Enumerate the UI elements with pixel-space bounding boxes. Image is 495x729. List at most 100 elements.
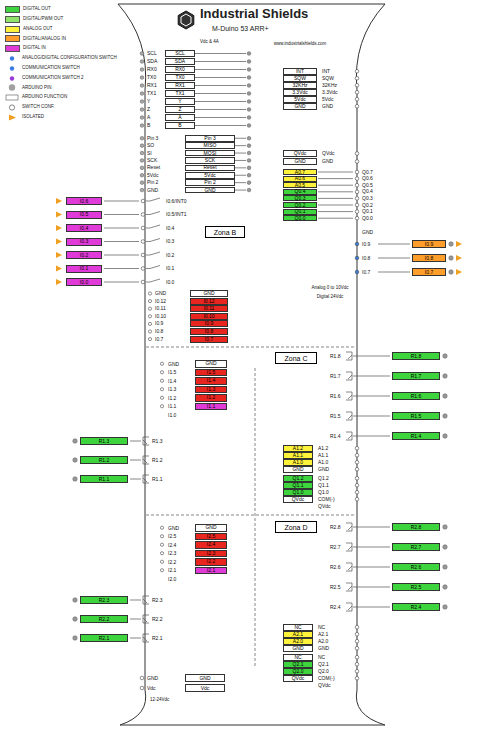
- pin-label: R1.4: [330, 434, 341, 439]
- terminal: [160, 405, 163, 408]
- pin-label: R1.6: [330, 394, 341, 399]
- pin-label: A1.2: [318, 446, 328, 451]
- pin-text: R2.4: [411, 605, 422, 610]
- arduino-pin: [73, 617, 77, 621]
- pin-label: GND: [318, 467, 329, 472]
- pin-wire: [235, 167, 246, 168]
- pin-tag: I2.2: [195, 558, 227, 566]
- pin-text: Pin 3: [204, 136, 215, 141]
- pin-tag: RX1: [165, 82, 195, 89]
- pin-tag: 5Vdc: [283, 96, 317, 103]
- pin-tag: 32KHz: [283, 82, 317, 89]
- pin-tag: Z: [165, 106, 195, 113]
- pin-tag: SCK: [185, 157, 235, 164]
- pin-text: I0.6: [80, 199, 88, 204]
- pin-label: SCK: [147, 158, 157, 163]
- pin-tag: I0.3: [66, 238, 102, 246]
- terminal: [140, 144, 144, 148]
- board-housing: [118, 4, 385, 725]
- arduino-pin: [73, 636, 77, 640]
- relay-symbol: [346, 352, 352, 360]
- legend-text: ANALOG OUT: [23, 27, 53, 32]
- pin-text: R1.1: [99, 477, 110, 482]
- pin-label: Z: [147, 107, 150, 112]
- terminal: [355, 476, 359, 480]
- pin-label: QVdc: [318, 504, 331, 509]
- terminal: [141, 267, 145, 271]
- pin-text: I0.10: [203, 314, 214, 319]
- pin-tag: I0.8: [190, 328, 228, 335]
- pin-tag: I1.5: [195, 369, 227, 377]
- pin-text: MISO: [204, 143, 217, 148]
- pin-label: I2.3: [168, 551, 176, 556]
- pin-tag: GND: [185, 674, 225, 682]
- legend-symbol: [5, 104, 19, 111]
- pin-tag: A: [165, 114, 195, 121]
- pin-text: 3.3Vdc: [292, 90, 308, 95]
- pin-label: 3.3Vdc: [322, 90, 338, 95]
- isolated-mark: [56, 266, 62, 272]
- pin-label: I0.8: [362, 256, 370, 261]
- pin-text: I0.12: [203, 299, 214, 304]
- pin-tag: R2.8: [392, 523, 440, 531]
- leader-line: [353, 587, 390, 588]
- pin-label: SI: [147, 151, 152, 156]
- pin-text: GND: [292, 646, 303, 651]
- pin-tag: GND: [283, 645, 313, 652]
- pin-wire: [235, 190, 246, 191]
- zone-divider: [255, 368, 256, 668]
- terminal: [140, 166, 144, 170]
- terminal: [355, 460, 359, 464]
- pin-text: I2.1: [207, 568, 215, 573]
- pin-tag: R1.6: [392, 392, 440, 400]
- pin-text: I0.4: [80, 226, 88, 231]
- pin-text: SQW: [294, 76, 306, 81]
- pin-label: I0.9: [155, 321, 163, 326]
- leader-line: [104, 214, 139, 215]
- pin-tag: I1.2: [195, 394, 227, 402]
- pin-text: Y: [178, 99, 181, 104]
- relay-symbol: [143, 456, 149, 464]
- pin-tag: R1.7: [392, 372, 440, 380]
- relay-symbol: [143, 459, 147, 463]
- board-title: Industrial Shields: [200, 7, 308, 20]
- pin-tag: NC: [283, 654, 313, 661]
- relay-symbol: [143, 478, 147, 482]
- terminal: [355, 625, 359, 629]
- relay-symbol: [346, 563, 352, 571]
- pin-tag: A0.5: [283, 182, 317, 188]
- pin-label: R2.3: [152, 598, 163, 603]
- terminal: [355, 104, 359, 108]
- switch-symbol: [146, 266, 160, 269]
- arduino-pin: [247, 181, 251, 185]
- leader-line: [130, 638, 141, 639]
- pin-text: R2.7: [411, 545, 422, 550]
- pin-label: I1.2: [168, 396, 176, 401]
- pin-tag: R1.5: [392, 412, 440, 420]
- pin-label: I0.7: [362, 270, 370, 275]
- relay-symbol: [346, 543, 352, 551]
- pin-label: SQW: [322, 76, 334, 81]
- pin-tag: GND: [195, 360, 227, 368]
- legend-text: ARDUINO FUNCTION: [22, 95, 67, 100]
- pin-text: INT: [296, 69, 304, 74]
- terminal: [355, 676, 359, 680]
- pin-text: I0.3: [80, 239, 88, 244]
- legend-swatch: [5, 35, 20, 42]
- pin-tag: I0.12: [190, 298, 228, 305]
- pin-text: I0.7: [205, 337, 213, 342]
- terminal: [355, 669, 359, 673]
- pin-label: I1.4: [168, 379, 176, 384]
- legend-text: DIGITAL IN: [23, 46, 46, 51]
- pin-text: I0.8: [425, 256, 433, 261]
- pin-tag: R2.3: [80, 596, 128, 604]
- arduino-pin: [443, 414, 447, 418]
- terminal: [355, 453, 359, 457]
- pin-tag: GND: [185, 187, 235, 194]
- pin-text: GND: [205, 525, 216, 530]
- terminal: [355, 69, 359, 73]
- arduino-pin: [247, 60, 251, 64]
- board-title: M-Duino 53 ARR+: [212, 25, 269, 32]
- arduino-pin: [443, 394, 447, 398]
- pin-label: R2.5: [330, 585, 341, 590]
